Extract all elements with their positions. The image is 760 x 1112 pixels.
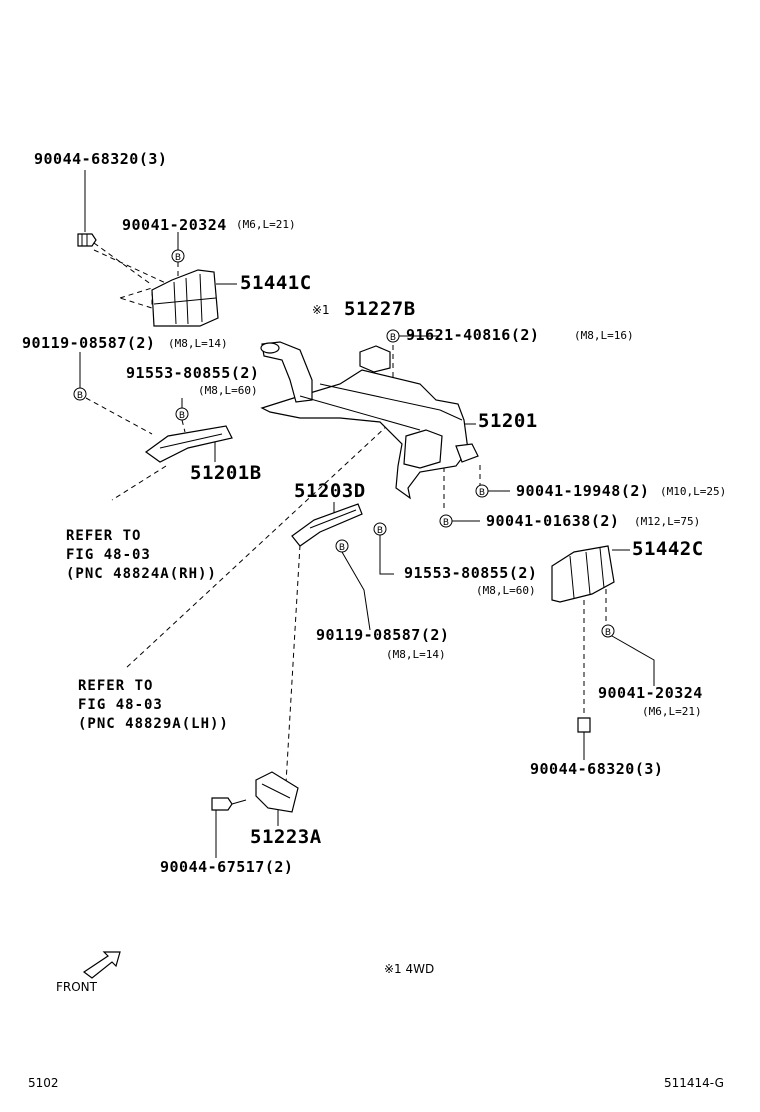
b-marker: B — [601, 624, 615, 638]
label-bolt-91553-80855-right-spec: (M8,L=60) — [476, 584, 536, 597]
label-bolt-91621-40816-spec: (M8,L=16) — [574, 329, 634, 342]
label-note-4wd: ※1 4WD — [384, 962, 435, 976]
label-screw-90041-20324-left-spec: (M6,L=21) — [236, 218, 296, 231]
bracket-51201b — [144, 425, 233, 463]
b-marker-label: B — [479, 488, 485, 498]
label-figure-code: 511414-G — [664, 1076, 724, 1090]
label-page-code: 5102 — [28, 1076, 59, 1090]
label-front: FRONT — [56, 980, 97, 994]
label-screw-90041-20324-right-spec: (M6,L=21) — [642, 705, 702, 718]
b-marker-label: B — [339, 543, 345, 553]
label-bolt-91553-80855-left-spec: (M8,L=60) — [198, 384, 258, 397]
b-marker: B — [439, 514, 453, 528]
label-bolt-90119-08587-left: 90119-08587(2) — [22, 334, 156, 352]
b-marker: B — [386, 329, 400, 343]
label-bolt-90119-08587-right-spec: (M8,L=14) — [386, 648, 446, 661]
label-bracket-51201b: 51201B — [190, 462, 262, 484]
label-screw-90041-20324-right: 90041-20324 — [598, 684, 703, 702]
cover-51442c — [551, 545, 615, 603]
cover-51441c — [151, 269, 219, 327]
label-plate-51223a: 51223A — [250, 826, 322, 848]
label-refer-lh-line2: FIG 48-03 — [78, 697, 163, 713]
label-bolt-90044-68320-left: 90044-68320(3) — [34, 150, 168, 168]
label-bolt-90041-19948: 90041-19948(2) — [516, 482, 650, 500]
label-refer-rh-line1: REFER TO — [66, 528, 142, 544]
label-bolt-90041-19948-spec: (M10,L=25) — [660, 485, 727, 498]
b-marker: B — [171, 249, 185, 263]
bracket-51203d — [291, 503, 363, 547]
plate-51223a — [255, 771, 299, 813]
b-marker-label: B — [390, 333, 396, 343]
label-refer-rh-line3: (PNC 48824A(RH)) — [66, 566, 217, 582]
b-marker-label: B — [605, 628, 611, 638]
label-bolt-91621-40816: 91621-40816(2) — [406, 326, 540, 344]
label-bolt-90041-01638: 90041-01638(2) — [486, 512, 620, 530]
b-marker-label: B — [77, 391, 83, 401]
b-marker: B — [335, 539, 349, 553]
bracket-51227b — [359, 345, 391, 373]
label-cover-51441c: 51441C — [240, 272, 312, 294]
label-bolt-91553-80855-left: 91553-80855(2) — [126, 364, 260, 382]
b-marker: B — [73, 387, 87, 401]
label-bolt-90041-01638-spec: (M12,L=75) — [634, 515, 701, 528]
label-crossmember-51201: 51201 — [478, 410, 538, 432]
label-refer-rh-line2: FIG 48-03 — [66, 547, 151, 563]
b-marker-label: B — [377, 526, 383, 536]
label-bolt-90044-67517: 90044-67517(2) — [160, 858, 294, 876]
label-bolt-91553-80855-right: 91553-80855(2) — [404, 564, 538, 582]
label-bolt-90119-08587-right: 90119-08587(2) — [316, 626, 450, 644]
label-refer-lh-line1: REFER TO — [78, 678, 154, 694]
label-bolt-90044-68320-right: 90044-68320(3) — [530, 760, 664, 778]
label-bolt-90119-08587-left-spec: (M8,L=14) — [168, 337, 228, 350]
crossmember-51201 — [260, 341, 479, 500]
b-marker-label: B — [179, 411, 185, 421]
bolt-90044-68320-left — [77, 233, 97, 247]
label-cover-51442c: 51442C — [632, 538, 704, 560]
label-bracket-51227b: 51227B — [344, 298, 416, 320]
label-bracket-51203d: 51203D — [294, 480, 366, 502]
b-marker: B — [175, 407, 189, 421]
bolt-90044-67517 — [211, 797, 247, 811]
label-screw-90041-20324-left: 90041-20324 — [122, 216, 227, 234]
b-marker: B — [373, 522, 387, 536]
b-marker-label: B — [175, 253, 181, 263]
label-note-mark: ※1 — [312, 303, 330, 317]
bolt-90044-68320-right — [577, 717, 591, 742]
label-refer-lh-line3: (PNC 48829A(LH)) — [78, 716, 229, 732]
b-marker-label: B — [443, 518, 449, 528]
b-marker: B — [475, 484, 489, 498]
front-arrow-icon — [82, 951, 121, 979]
